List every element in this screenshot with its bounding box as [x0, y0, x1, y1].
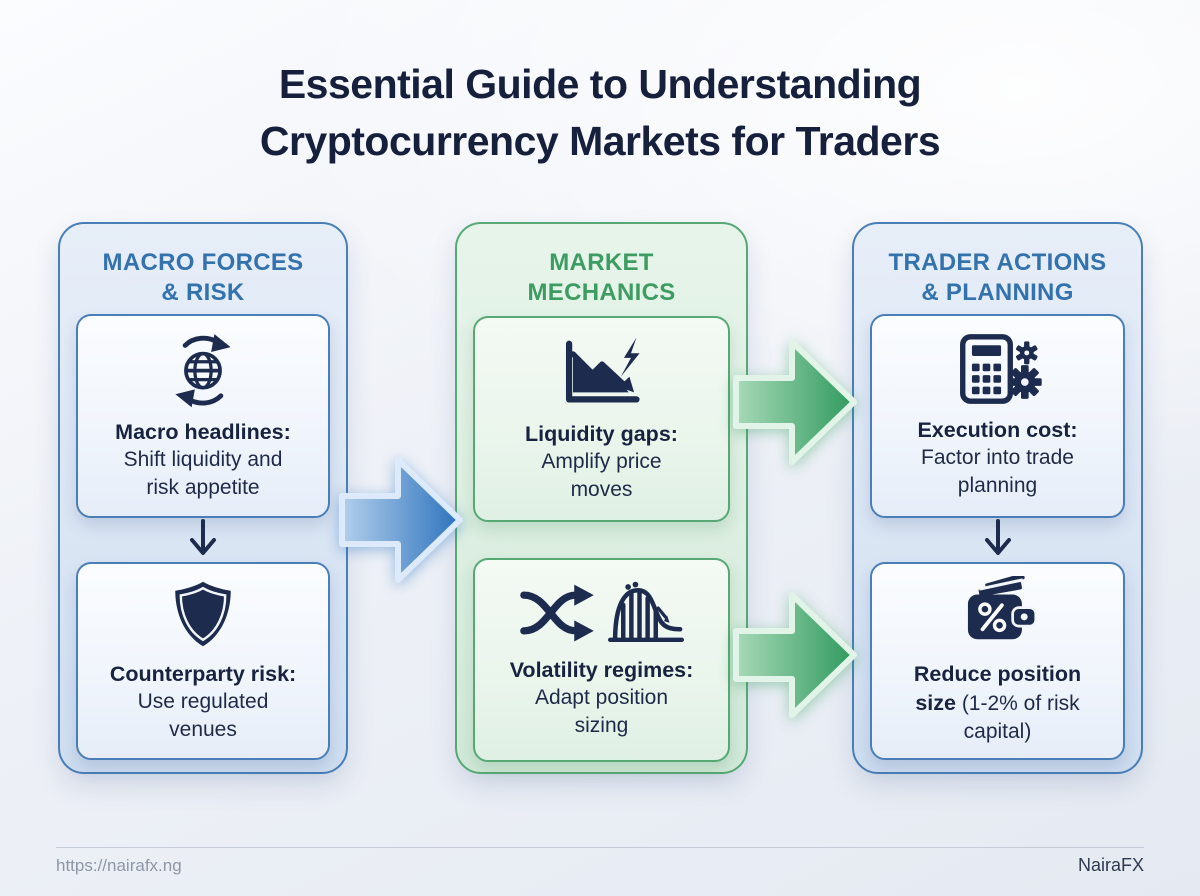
card-execution-cost: Execution cost: Factor into trade planni… [870, 314, 1125, 518]
blue-right-arrow [338, 452, 466, 588]
card-text: Reduce position size (1-2% of risk capit… [913, 662, 1082, 743]
column-macro-forces-risk: MACRO FORCES & RISK [58, 222, 348, 774]
calculator-gears-icon [952, 332, 1044, 406]
down-arrow-icon [185, 518, 221, 560]
card-text: Macro headlines: Shift liquidity and ris… [115, 419, 291, 500]
column-header-macro: MACRO FORCES & RISK [102, 249, 304, 306]
card-text: Volatility regimes: Adapt position sizin… [509, 657, 694, 738]
card-counterparty-risk: Counterparty risk: Use regulated venues [76, 562, 330, 760]
rollercoaster-icon [607, 581, 684, 642]
card-macro-headlines: Macro headlines: Shift liquidity and ris… [76, 314, 330, 518]
column-header-actions: TRADER ACTIONS & PLANNING [888, 249, 1107, 306]
down-arrow-icon [980, 518, 1016, 560]
shuffle-rollercoaster-icons [519, 580, 685, 646]
column-header-mechanics: MARKET MECHANICS [527, 249, 676, 306]
card-liquidity-gaps: Liquidity gaps: Amplify price moves [473, 316, 730, 522]
green-right-arrow-top [729, 334, 863, 470]
green-right-arrow-bottom [729, 587, 863, 723]
footer-brand: NairaFX [1077, 855, 1144, 875]
card-text: Counterparty risk: Use regulated venues [109, 661, 297, 742]
column-market-mechanics: MARKET MECHANICS Liquidity gaps: Amplify… [455, 222, 748, 774]
crash-chart-lightning-icon [555, 334, 649, 410]
column-trader-actions: TRADER ACTIONS & PLANNING [852, 222, 1143, 774]
shuffle-icon [519, 584, 594, 642]
globe-sync-icon [164, 330, 242, 408]
footer-url: https://nairafx.ng [56, 856, 182, 875]
page-title: Essential Guide to Understanding Cryptoc… [259, 61, 941, 164]
card-text: Execution cost: Factor into trade planni… [917, 417, 1078, 498]
footer-divider [56, 847, 1144, 848]
card-volatility-regimes: Volatility regimes: Adapt position sizin… [473, 558, 730, 762]
shield-icon [167, 578, 239, 650]
wallet-percent-icon [955, 576, 1041, 650]
card-reduce-position-size: Reduce position size (1-2% of risk capit… [870, 562, 1125, 760]
card-text: Liquidity gaps: Amplify price moves [525, 421, 678, 502]
